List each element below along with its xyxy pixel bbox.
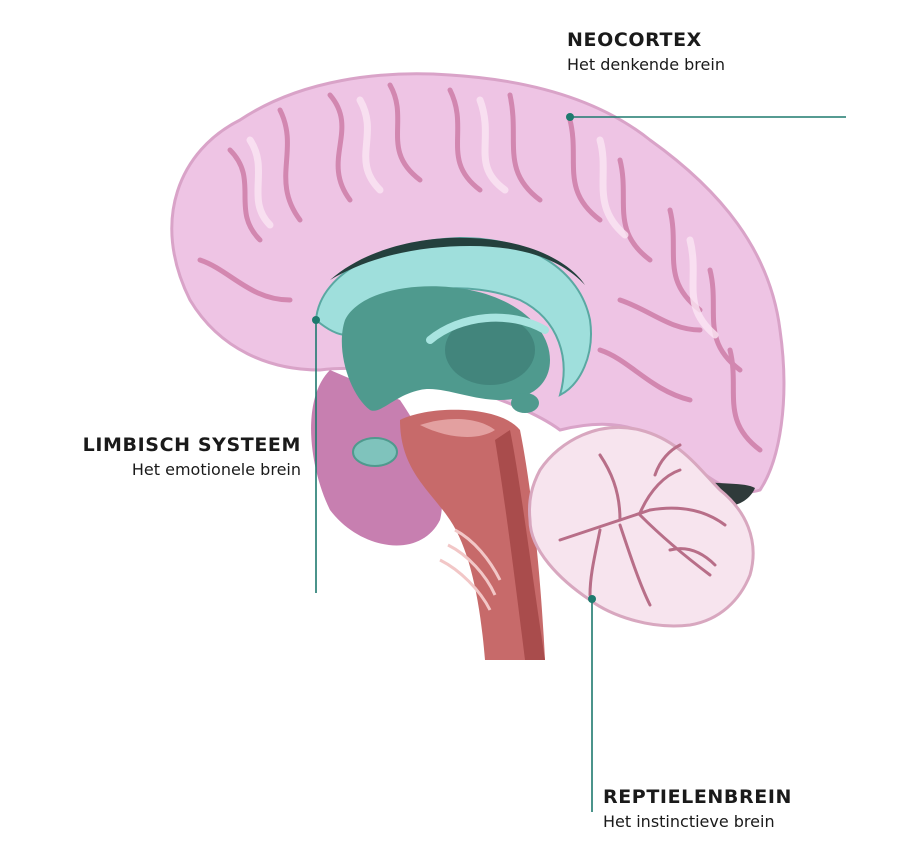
brainstem-front: [495, 430, 545, 660]
reptile-title: REPTIELENBREIN: [603, 786, 792, 808]
cerebellum: [528, 425, 755, 628]
fornix: [426, 313, 549, 344]
leader-lines: [312, 113, 846, 812]
arbor-vitae: [558, 443, 727, 607]
neocortex-label: NEOCORTEX Het denkende brein: [567, 27, 725, 77]
cortex-highlights: [246, 96, 719, 339]
neocortex-subtitle: Het denkende brein: [567, 55, 725, 74]
thalamus-core: [445, 315, 535, 385]
limbic-label: LIMBISCH SYSTEEM Het emotionele brein: [83, 432, 301, 482]
brainstem-region: [400, 409, 545, 660]
reptile-leader-dot: [588, 595, 596, 603]
amygdala: [352, 437, 398, 467]
pons-stripes: [439, 528, 502, 611]
neocortex-leader-dot: [566, 113, 574, 121]
cortex-folds: [197, 82, 763, 453]
mammillary-body: [511, 393, 539, 413]
reptile-subtitle: Het instinctieve brein: [603, 812, 775, 831]
reptile-label: REPTIELENBREIN Het instinctieve brein: [603, 784, 792, 834]
neocortex-title: NEOCORTEX: [567, 29, 702, 51]
limbic-region: [311, 236, 592, 546]
limbic-title: LIMBISCH SYSTEEM: [82, 434, 301, 456]
cerebellum-region: [528, 425, 755, 628]
limbic-subtitle: Het emotionele brein: [131, 460, 301, 479]
limbic-dark-rim: [330, 237, 585, 285]
brainstem-highlight: [420, 418, 495, 437]
limbic-leader-dot: [312, 316, 320, 324]
